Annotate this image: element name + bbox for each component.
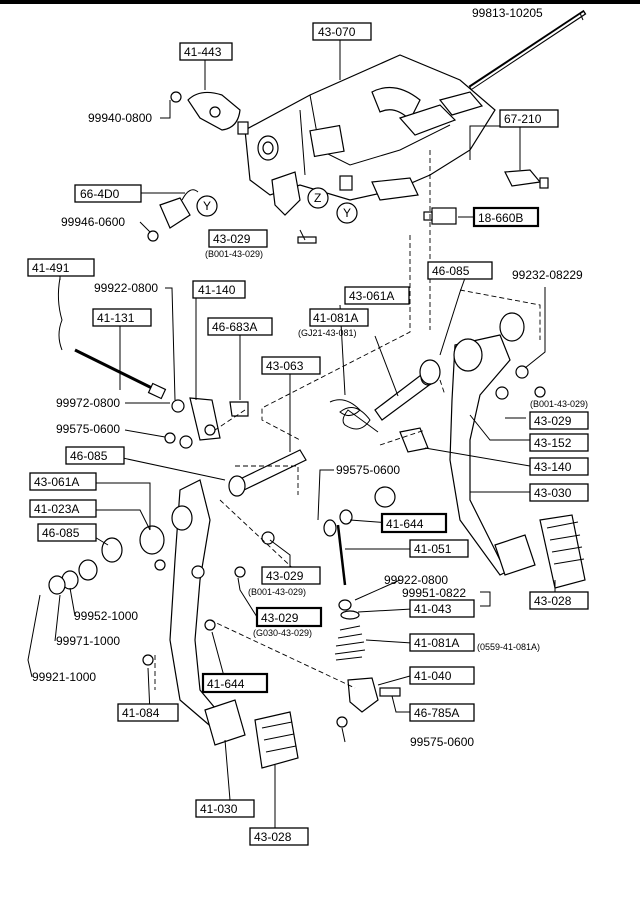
label-z-top: Z xyxy=(314,191,321,205)
label-99922-0800-b: 99922-0800 xyxy=(384,573,448,587)
label-43-140: 43-140 xyxy=(534,460,572,474)
label-99972-0800: 99972-0800 xyxy=(56,396,120,410)
label-y-mid: Y xyxy=(343,206,351,220)
label-41-081A-upper-ref: (GJ21-43-081) xyxy=(298,328,357,338)
label-41-131: 41-131 xyxy=(97,311,135,325)
label-41-084: 41-084 xyxy=(122,706,160,720)
label-43-029-right: 43-029 xyxy=(534,414,572,428)
label-41-043: 41-043 xyxy=(414,602,452,616)
label-43-030: 43-030 xyxy=(534,486,572,500)
label-99971-1000: 99971-1000 xyxy=(56,634,120,648)
label-y-left: Y xyxy=(203,199,211,213)
circle-y-mid xyxy=(336,202,358,224)
label-67-210: 67-210 xyxy=(504,112,542,126)
label-43-061A-left: 43-061A xyxy=(34,475,79,489)
label-ref-right: (B001-43-029) xyxy=(530,399,588,409)
reference-circles xyxy=(196,187,396,508)
label-66-4D0: 66-4D0 xyxy=(80,187,120,201)
label-43-028-left: 43-028 xyxy=(254,830,292,844)
label-41-491: 41-491 xyxy=(32,261,70,275)
label-99951-0822: 99951-0822 xyxy=(402,586,466,600)
label-46-085-left: 46-085 xyxy=(70,449,108,463)
label-41-081A-lower: 41-081A xyxy=(414,636,459,650)
part-drawings xyxy=(48,9,587,769)
label-41-443: 41-443 xyxy=(184,45,222,59)
label-41-023A: 41-023A xyxy=(34,502,79,516)
label-46-683A: 46-683A xyxy=(212,320,257,334)
top-border xyxy=(0,0,640,4)
label-43-029-low: 43-029 xyxy=(261,611,299,625)
label-99813-10205: 99813-10205 xyxy=(472,6,543,20)
label-99575-0600-low: 99575-0600 xyxy=(410,735,474,749)
label-46-085-left2: 46-085 xyxy=(42,526,80,540)
label-41-644-mid: 41-644 xyxy=(386,517,424,531)
label-43-029-mid-ref: (B001-43-029) xyxy=(248,587,306,597)
label-43-061A-upper: 43-061A xyxy=(349,289,394,303)
label-43-029-low-ref: (G030-43-029) xyxy=(253,628,312,638)
label-43-029-mid: 43-029 xyxy=(266,569,304,583)
label-99575-0600: 99575-0600 xyxy=(56,422,120,436)
label-41-644-low: 41-644 xyxy=(207,677,245,691)
label-46-785A: 46-785A xyxy=(414,706,459,720)
leader-lines xyxy=(27,12,584,828)
circle-z-mid xyxy=(374,486,396,508)
dashed-guides xyxy=(154,150,541,690)
label-43-063: 43-063 xyxy=(266,359,304,373)
callout-boxes xyxy=(27,22,589,846)
label-99952-1000: 99952-1000 xyxy=(74,609,138,623)
circle-y-left xyxy=(196,195,218,217)
labels: 99813-10205 43-070 41-443 99940-0800 67-… xyxy=(32,6,588,844)
label-99922-0800: 99922-0800 xyxy=(94,281,158,295)
label-41-140: 41-140 xyxy=(198,283,236,297)
label-18-660B: 18-660B xyxy=(478,211,523,225)
label-99232-08229: 99232-08229 xyxy=(512,268,583,282)
circle-z-top xyxy=(307,187,329,209)
label-41-051: 41-051 xyxy=(414,542,452,556)
label-43-028-right: 43-028 xyxy=(534,594,572,608)
label-43-152: 43-152 xyxy=(534,436,572,450)
label-99575-0600-mid: 99575-0600 xyxy=(336,463,400,477)
label-41-030: 41-030 xyxy=(200,802,238,816)
label-99921-1000: 99921-1000 xyxy=(32,670,96,684)
label-41-081A-lower-ref: (0559-41-081A) xyxy=(477,642,540,652)
label-41-081A-upper: 41-081A xyxy=(313,311,358,325)
label-41-040: 41-040 xyxy=(414,669,452,683)
label-43-070: 43-070 xyxy=(318,25,356,39)
label-99940-0800: 99940-0800 xyxy=(88,111,152,125)
label-46-085-right: 46-085 xyxy=(432,264,470,278)
label-99946-0600: 99946-0600 xyxy=(61,215,125,229)
label-43-029-a-ref: (B001-43-029) xyxy=(205,249,263,259)
label-43-029-a: 43-029 xyxy=(213,232,251,246)
